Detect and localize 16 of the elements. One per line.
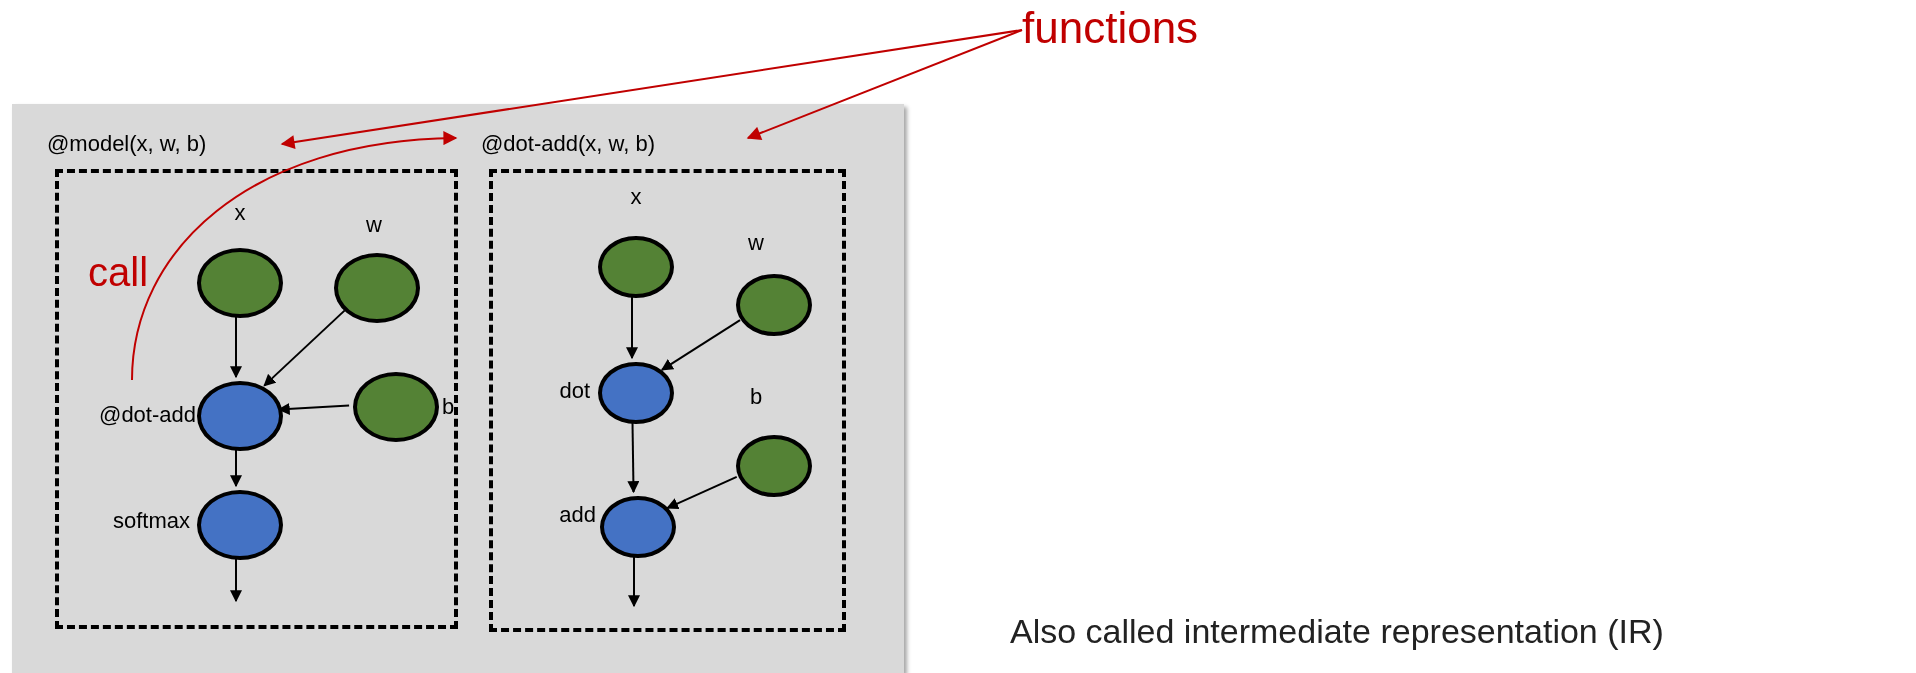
- function-heading: @dot-add(x, w, b): [481, 131, 655, 157]
- node-label: b: [442, 394, 455, 420]
- node-label: b: [749, 384, 763, 410]
- node-label: w: [748, 230, 764, 256]
- input-node: [736, 274, 812, 336]
- node-label: w: [366, 212, 382, 238]
- node-label: @dot-add: [99, 402, 196, 428]
- function-heading: @model(x, w, b): [47, 131, 207, 157]
- node-label: x: [234, 200, 246, 226]
- note-text: Also called intermediate representation (IR): [1010, 612, 1664, 651]
- panel-background: [12, 104, 904, 673]
- annotation-text: functions: [1022, 0, 1199, 56]
- node-label: softmax: [112, 508, 190, 534]
- node-label: dot: [559, 378, 590, 404]
- node-label: add: [559, 502, 596, 528]
- node-label: x: [630, 184, 642, 210]
